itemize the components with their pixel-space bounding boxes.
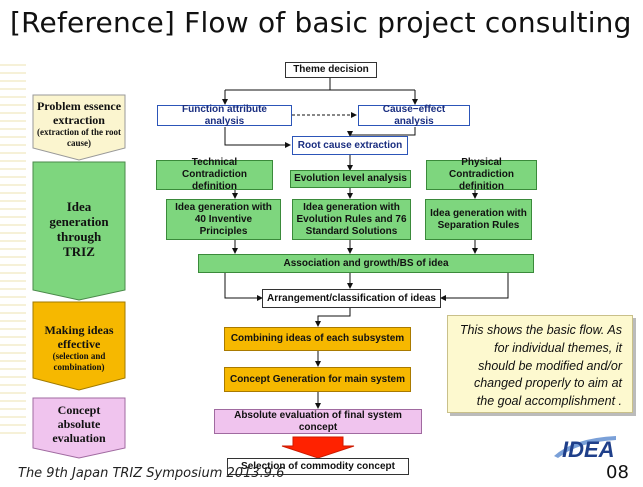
phase-sublabel: (selection and combination) xyxy=(52,351,106,372)
page-title: [Reference] Flow of basic project consul… xyxy=(10,6,632,39)
basic-flow-note: This shows the basic flow. As for indivi… xyxy=(447,315,633,413)
phase-label: Problem essence extraction xyxy=(36,98,122,127)
phase-idea-generation: Idea generation through TRIZ xyxy=(45,180,113,280)
theme-decision-box: Theme decision xyxy=(285,62,377,78)
phase-label: Concept absolute evaluation xyxy=(52,403,106,445)
phase-label: Idea generation through TRIZ xyxy=(49,199,109,259)
footer-text: The 9th Japan TRIZ Symposium 2013.9.6 xyxy=(18,466,285,481)
combining-ideas-box: Combining ideas of each subsystem xyxy=(224,327,411,351)
phase-problem-extraction: Problem essence extraction(extraction of… xyxy=(33,97,125,151)
phase-label: Making ideas effective xyxy=(44,322,114,351)
phase-concept-evaluation: Concept absolute evaluation xyxy=(45,400,113,450)
page-number: 08 xyxy=(606,462,629,483)
phase-sublabel: (extraction of the root cause) xyxy=(36,127,122,148)
absolute-evaluation-box: Absolute evaluation of final system conc… xyxy=(214,409,422,434)
cause-effect-box: Cause−effect analysis xyxy=(358,104,470,127)
idea-40-principles-box: Idea generation with 40 Inventive Princi… xyxy=(166,199,281,240)
root-cause-box: Root cause extraction xyxy=(292,136,408,155)
phase-making-effective: Making ideas effective(selection and com… xyxy=(33,316,125,380)
arrangement-box: Arrangement/classification of ideas xyxy=(262,289,441,308)
idea-evolution-rules-box: Idea generation with Evolution Rules and… xyxy=(292,199,411,240)
association-growth-box: Association and growth/BS of idea xyxy=(198,254,534,273)
technical-contradiction-box: Technical Contradiction definition xyxy=(156,157,273,192)
evolution-level-box: Evolution level analysis xyxy=(290,170,411,188)
selection-commodity-box: Selection of commodity concept xyxy=(227,458,409,475)
idea-separation-rules-box: Idea generation with Separation Rules xyxy=(425,199,532,240)
physical-contradiction-box: Physical Contradiction definition xyxy=(426,157,537,192)
logo-text: IDEA xyxy=(562,437,615,460)
function-attribute-box: Function attribute analysis xyxy=(157,104,292,127)
concept-generation-box: Concept Generation for main system xyxy=(224,367,411,392)
left-decorative-band xyxy=(0,58,26,438)
idea-logo: IDEA xyxy=(554,436,616,460)
